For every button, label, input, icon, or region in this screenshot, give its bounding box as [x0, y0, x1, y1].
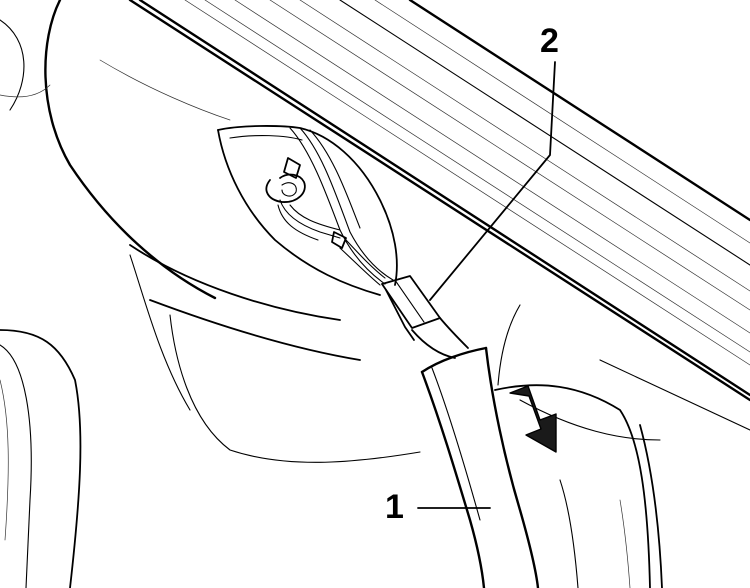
rail-bar: [128, 0, 750, 588]
callout-label-1: 1: [385, 488, 404, 526]
body-panel: [0, 0, 421, 588]
callout-1: 1: [385, 488, 491, 526]
cable-recess: [217, 125, 398, 296]
connector-part: [381, 275, 469, 359]
lower-body: [494, 304, 651, 588]
callout-label-2: 2: [540, 22, 559, 60]
hose-cover: [420, 346, 540, 588]
down-arrow-icon: [509, 385, 557, 453]
callout-2: 2: [429, 22, 559, 301]
